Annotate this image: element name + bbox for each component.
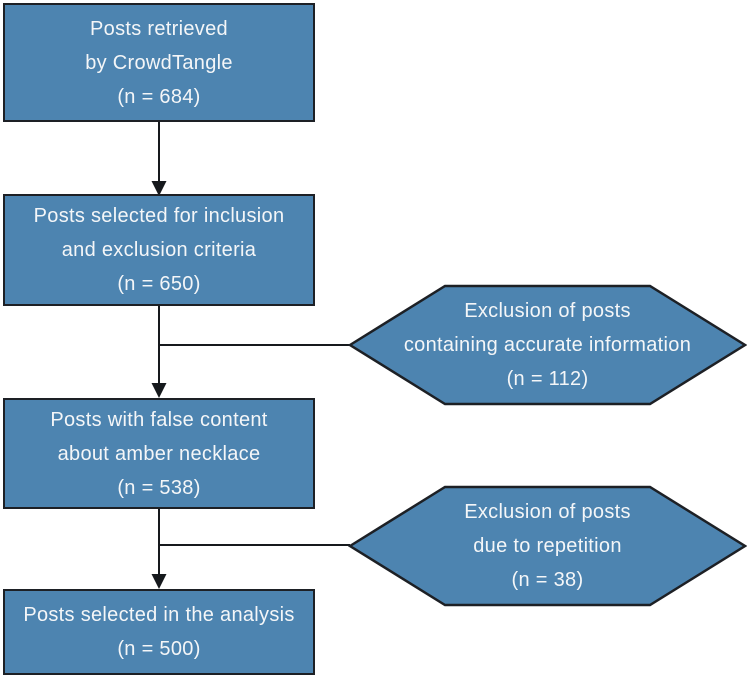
- node-posts-selected-analysis: Posts selected in the analysis (n = 500): [3, 589, 315, 675]
- hexagon-shape: [348, 284, 747, 406]
- node-posts-selected-criteria-label: Posts selected for inclusion and exclusi…: [33, 205, 285, 295]
- node-posts-false-content: Posts with false content about amber nec…: [3, 398, 315, 509]
- node-exclusion-accurate-information-label: Exclusion of posts containing accurate i…: [403, 300, 692, 390]
- node-exclusion-repetition-label: Exclusion of posts due to repetition (n …: [464, 501, 631, 591]
- arrowhead-analysis: [151, 574, 167, 589]
- node-exclusion-accurate-information: Exclusion of posts containing accurate i…: [348, 284, 747, 406]
- hexagon-shape: [348, 485, 747, 607]
- node-posts-selected-analysis-label: Posts selected in the analysis (n = 500): [23, 604, 295, 660]
- node-posts-selected-criteria: Posts selected for inclusion and exclusi…: [3, 194, 315, 306]
- node-exclusion-repetition: Exclusion of posts due to repetition (n …: [348, 485, 747, 607]
- node-posts-false-content-label: Posts with false content about amber nec…: [50, 408, 268, 499]
- node-posts-retrieved-label: Posts retrieved by CrowdTangle (n = 684): [85, 17, 233, 108]
- node-posts-retrieved: Posts retrieved by CrowdTangle (n = 684): [3, 3, 315, 122]
- arrowhead-false: [151, 383, 167, 398]
